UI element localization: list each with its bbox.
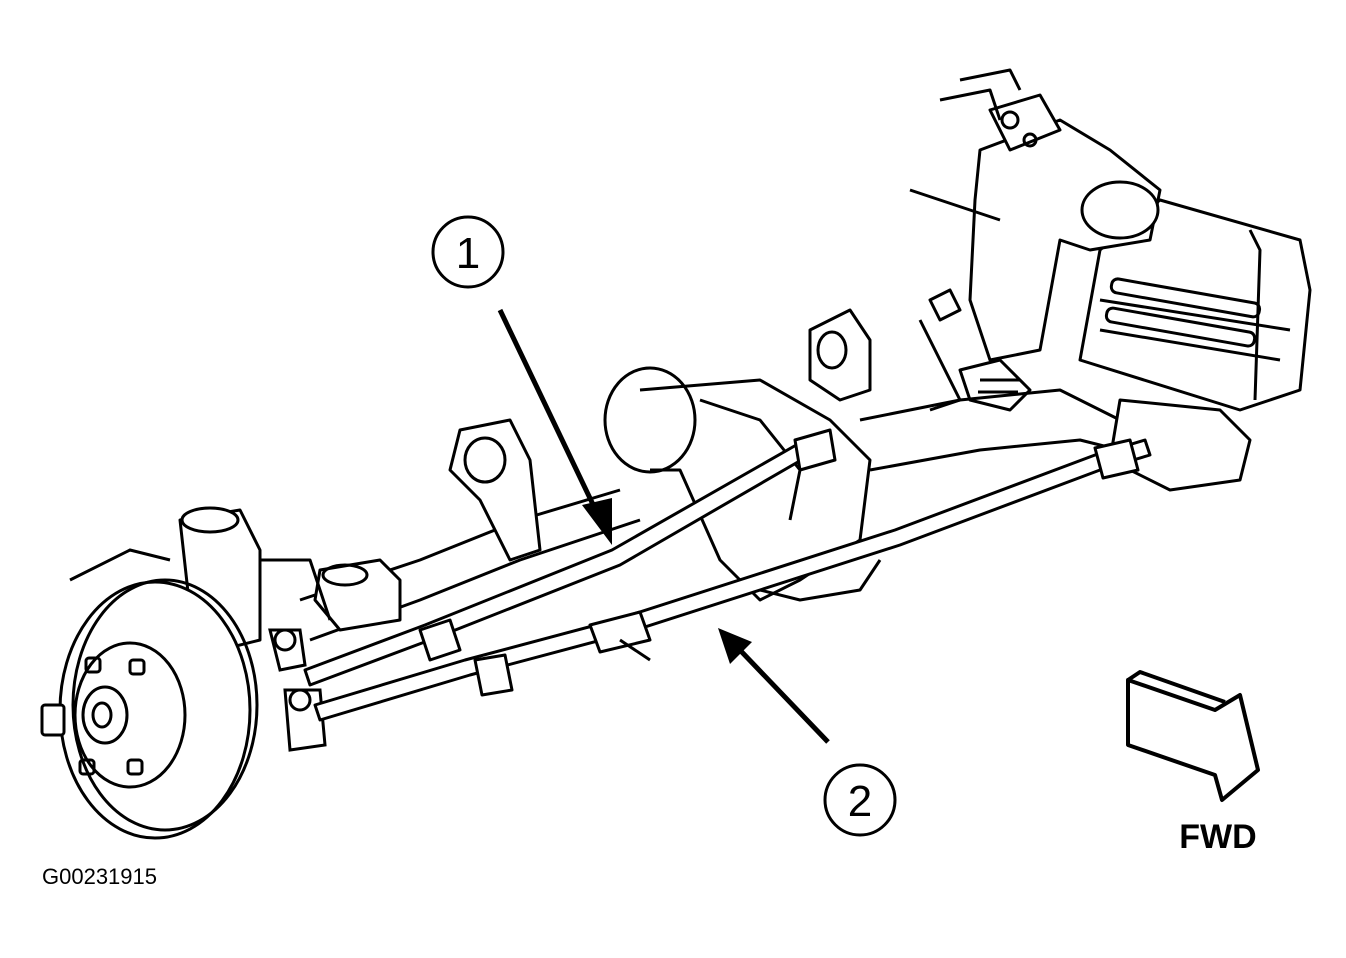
axle-housing	[178, 308, 1252, 652]
brake-rotor-hub	[40, 548, 259, 840]
callout-2-number: 2	[848, 777, 872, 826]
tie-rod-ends	[268, 628, 327, 752]
direction-label: FWD	[1179, 818, 1256, 856]
callout-2: 2	[718, 628, 897, 837]
tie-rod	[313, 438, 1152, 722]
drag-link	[303, 428, 837, 687]
figure-id: G00231915	[42, 864, 157, 889]
callout-1-number: 1	[456, 229, 480, 278]
steering-gear-assembly	[909, 68, 1312, 412]
callout-1: 1	[431, 215, 612, 545]
forward-arrow-icon	[1126, 670, 1260, 802]
